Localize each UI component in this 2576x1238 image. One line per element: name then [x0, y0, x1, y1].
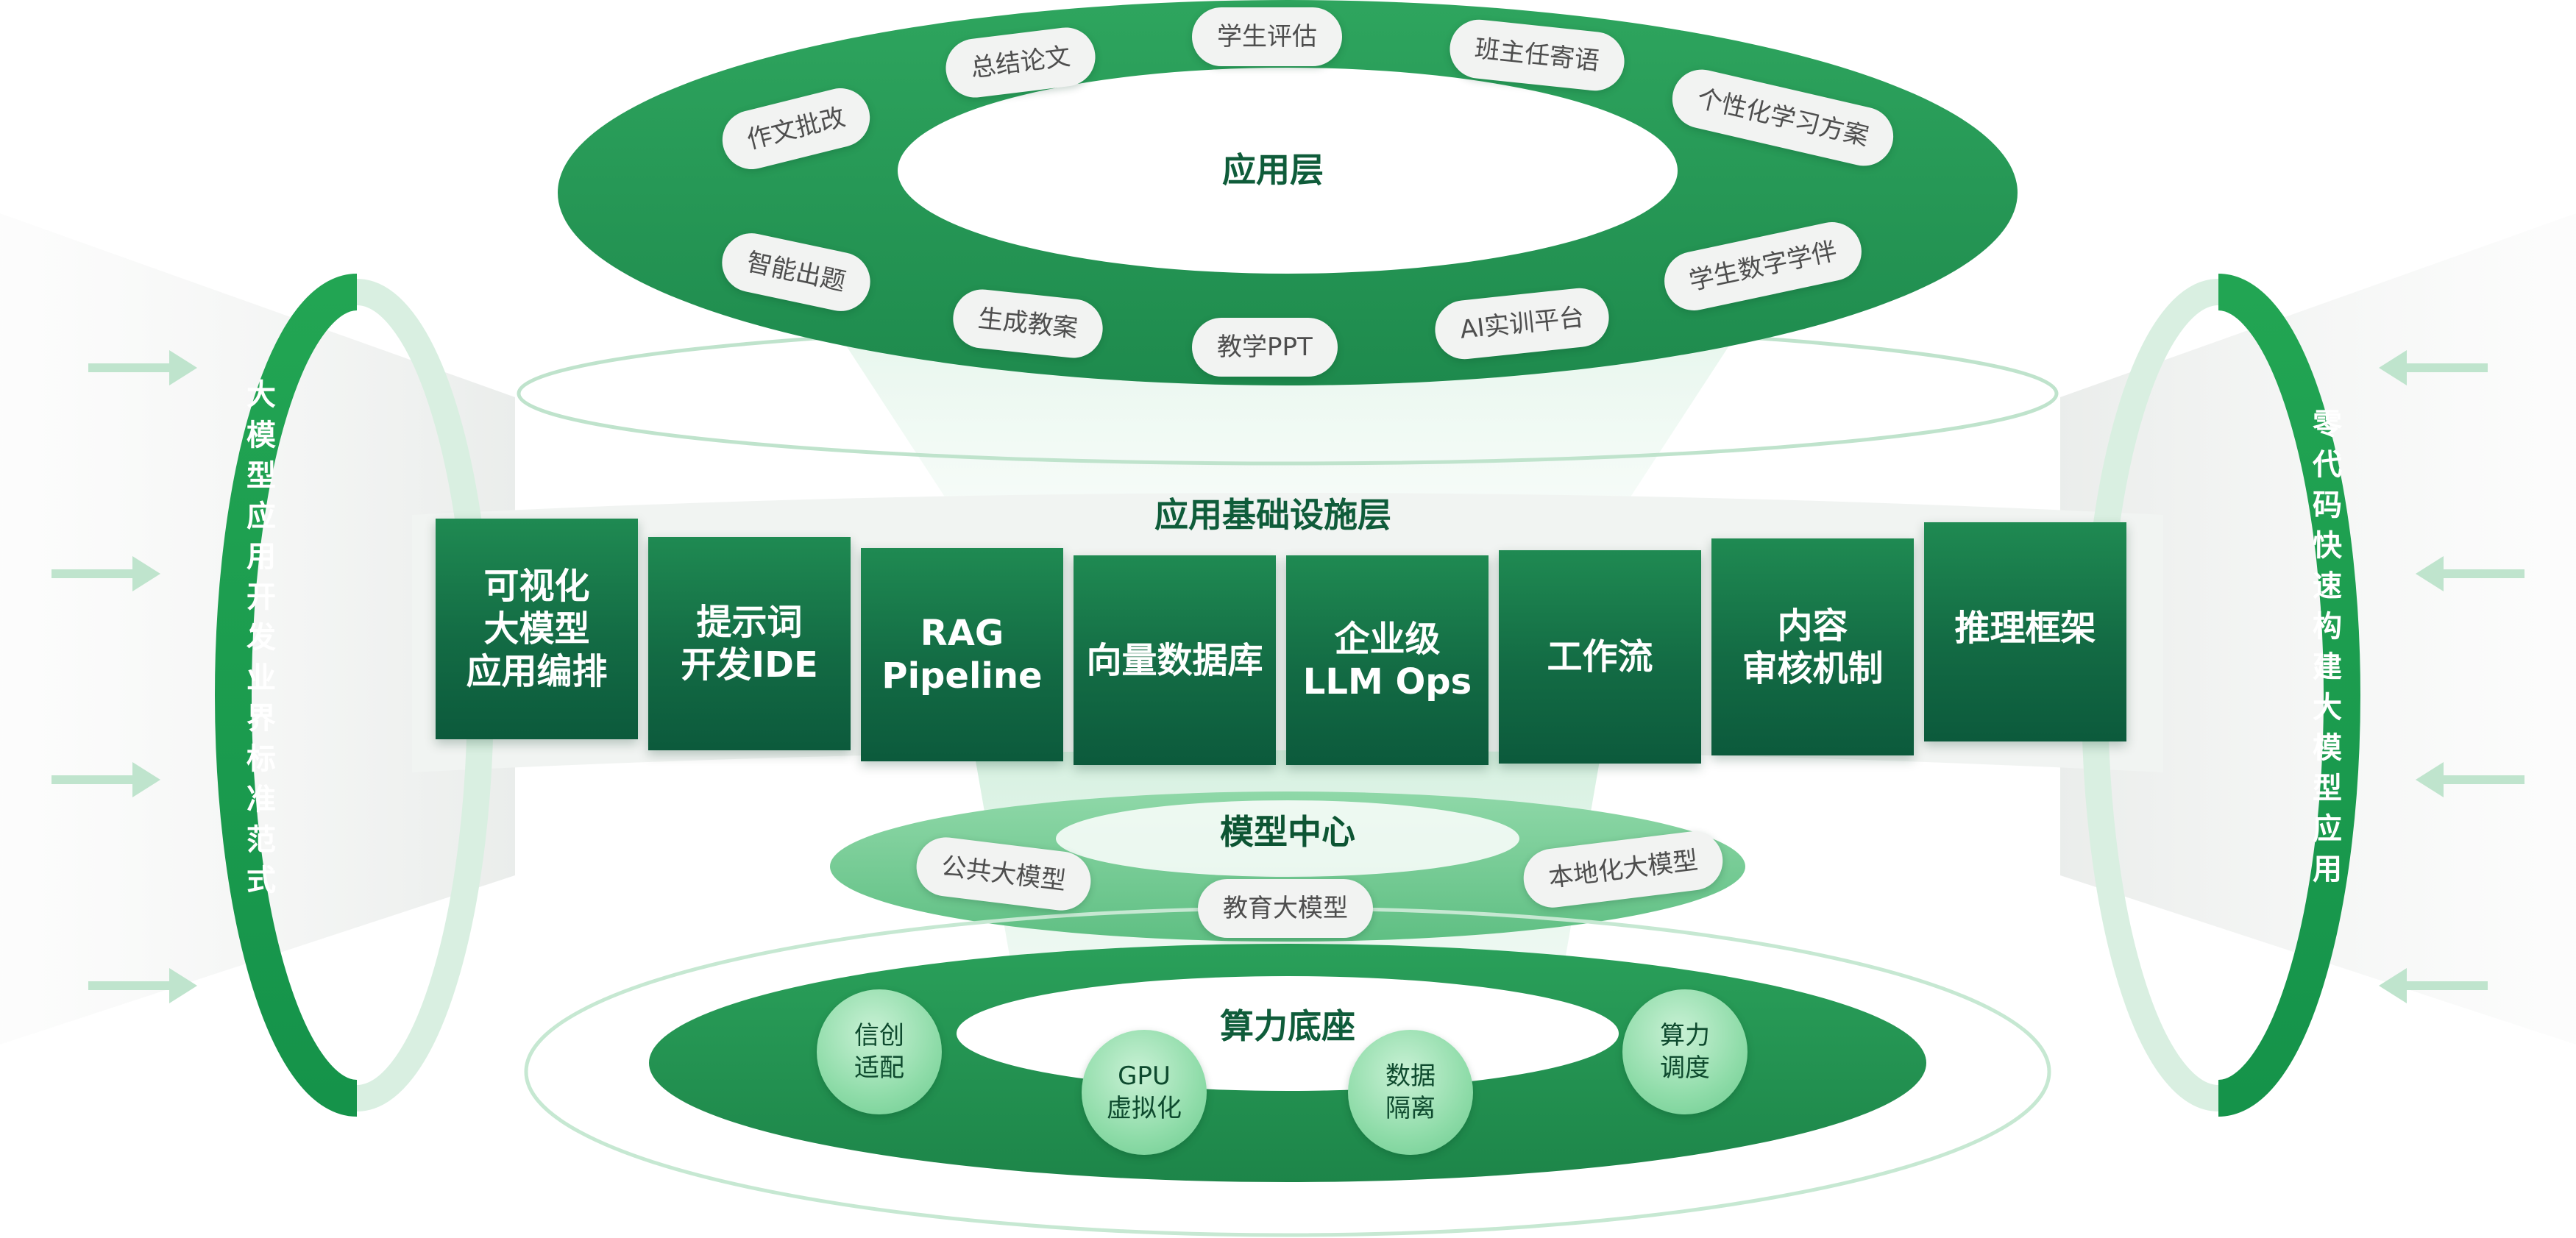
ring-label-char: 应 [246, 499, 276, 533]
ring-label-char: 型 [2313, 772, 2342, 805]
model-center-title: 模型中心 [1220, 812, 1355, 852]
ring-label-char: 码 [2313, 488, 2342, 522]
ring-label-char: 开 [246, 580, 276, 614]
ring-label-char: 构 [2313, 610, 2342, 644]
ring-label-char: 快 [2313, 529, 2342, 563]
ring-label-char: 应 [2313, 812, 2342, 846]
ring-label-char: 用 [246, 540, 276, 574]
ring-label-char: 式 [246, 864, 276, 897]
compute-item: 算力调度 [1622, 989, 1748, 1114]
ring-label-char: 速 [2313, 569, 2342, 603]
ring-label-char: 准 [246, 783, 276, 817]
ring-label-char: 模 [246, 419, 276, 452]
infra-panel: 可视化大模型应用编排 [436, 519, 638, 739]
ring-label-char: 代 [2313, 448, 2342, 482]
compute-item: 信创适配 [817, 989, 942, 1114]
right-ring-label: 零代码快速构建大模型应用 [2309, 405, 2346, 890]
app-item: 教学PPT [1192, 318, 1338, 377]
arrow-right-icon [52, 350, 197, 1003]
ring-label-char: 用 [2313, 853, 2342, 886]
ring-label-char: 发 [246, 621, 276, 655]
ring-label-char: 建 [2313, 650, 2342, 684]
ring-label-char: 模 [2313, 731, 2342, 765]
infra-panel: 工作流 [1499, 550, 1701, 764]
infra-panel: 内容审核机制 [1711, 538, 1914, 755]
infra-panel: 向量数据库 [1074, 555, 1276, 765]
model-item: 教育大模型 [1198, 879, 1373, 938]
ring-label-char: 业 [246, 661, 276, 695]
ring-label-char: 零 [2313, 408, 2342, 441]
ring-label-char: 标 [246, 742, 276, 776]
compute-item: 数据隔离 [1348, 1030, 1473, 1155]
ring-label-char: 界 [246, 702, 276, 736]
left-ring-label: 大模型应用开发业界标准范式 [243, 375, 280, 901]
infra-panel: 提示词开发IDE [648, 537, 851, 750]
ring-label-char: 型 [246, 459, 276, 493]
ring-label-char: 范 [246, 823, 276, 857]
app-item: 学生评估 [1192, 7, 1342, 66]
infrastructure-layer-title: 应用基础设施层 [1154, 495, 1391, 535]
infra-panel: 推理框架 [1924, 522, 2126, 741]
ring-label-char: 大 [2313, 691, 2342, 725]
application-layer-title: 应用层 [1222, 150, 1324, 190]
compute-base-title: 算力底座 [1220, 1006, 1355, 1046]
ring-label-char: 大 [246, 378, 276, 412]
arrow-left-icon [2379, 350, 2524, 1003]
